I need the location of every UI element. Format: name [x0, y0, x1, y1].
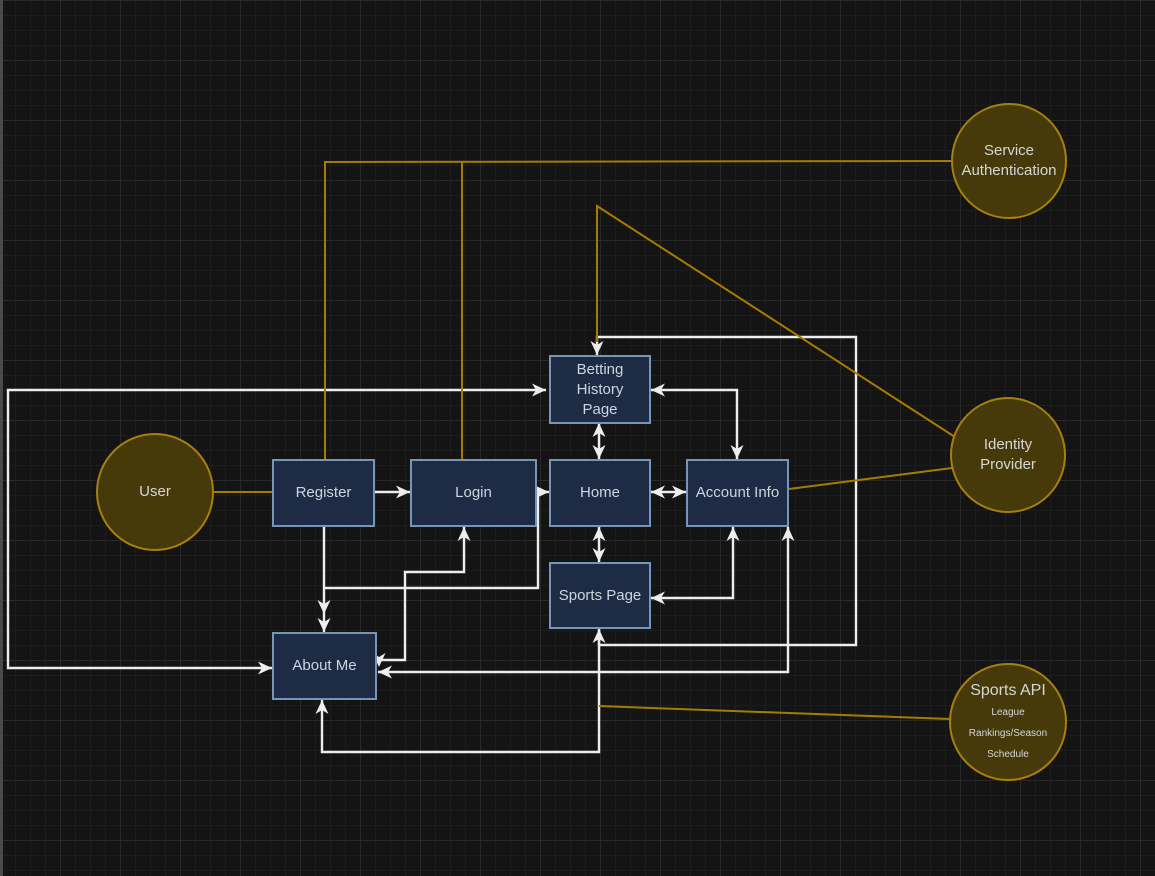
- arrowhead-home-account-info: [651, 485, 665, 499]
- arrowhead-account-info-sports-page: [651, 591, 665, 605]
- node-login-label: Login: [455, 484, 492, 501]
- arrowhead-betting-history-account-info: [651, 383, 665, 397]
- node-sports-api-subline3: Schedule: [987, 748, 1029, 760]
- edge-betting-history-account-info[interactable]: [651, 388, 739, 459]
- arrowhead-about-me-login: [457, 527, 471, 541]
- arrowhead-bettinghistory-sportspage-right-loop: [590, 341, 604, 355]
- arrowhead-home-sports-page: [592, 527, 606, 541]
- edge-about-me-login[interactable]: [382, 527, 466, 662]
- node-service-auth-line1: Service: [983, 142, 1035, 159]
- arrowhead-betting-history-home: [592, 445, 606, 459]
- node-service-authentication[interactable]: Service Authentication: [951, 103, 1067, 219]
- arrowhead-about-me-account-info: [781, 527, 795, 541]
- arrowhead-aboutme-bettinghistory-left-loop: [258, 661, 272, 675]
- edge-aboutme-bettinghistory-left-loop[interactable]: [6, 388, 546, 670]
- node-sports-api-subline1: League: [991, 706, 1025, 718]
- arrowhead-betting-history-account-info: [730, 445, 744, 459]
- node-register-label: Register: [295, 484, 352, 501]
- node-sports-api-title: Sports API: [970, 681, 1046, 699]
- node-account-info[interactable]: Account Info: [686, 459, 789, 527]
- node-identity-provider[interactable]: Identity Provider: [950, 397, 1066, 513]
- node-home-label: Home: [579, 484, 620, 501]
- node-user-label: User: [139, 483, 171, 500]
- node-betting-history-page[interactable]: Betting History Page: [549, 355, 651, 424]
- arrowhead-account-info-sports-page: [726, 527, 740, 541]
- node-sports-api[interactable]: Sports API League Rankings/Season Schedu…: [949, 663, 1067, 781]
- arrowhead-home-account-info: [672, 485, 686, 499]
- edge-identity-provider-to-account-info[interactable]: [788, 467, 953, 490]
- arrowhead-register-to-login: [396, 485, 410, 499]
- edge-about-me-sports-page-bottom[interactable]: [320, 630, 601, 754]
- edge-about-me-account-info[interactable]: [378, 527, 790, 674]
- node-login[interactable]: Login: [410, 459, 537, 527]
- edge-account-info-sports-page[interactable]: [651, 527, 735, 600]
- node-sports-page[interactable]: Sports Page: [549, 562, 651, 629]
- node-about-me[interactable]: About Me: [272, 632, 377, 700]
- arrowhead-about-me-account-info: [378, 665, 392, 679]
- node-user[interactable]: User: [96, 433, 214, 551]
- node-sports-page-label: Sports Page: [558, 586, 642, 604]
- node-register[interactable]: Register: [272, 459, 375, 527]
- node-betting-history-line2: History: [576, 380, 624, 398]
- arrowhead-about-me-sports-page-bottom: [315, 700, 329, 714]
- arrowhead-betting-history-home: [592, 423, 606, 437]
- arrowhead-aboutme-bettinghistory-left-loop: [532, 383, 546, 397]
- node-sports-api-subline2: Rankings/Season: [968, 727, 1048, 739]
- edge-sports-api-to-sports-page[interactable]: [598, 705, 951, 720]
- canvas-left-edge: [0, 0, 3, 876]
- node-service-auth-line2: Authentication: [961, 162, 1057, 179]
- node-account-info-label: Account Info: [695, 484, 780, 501]
- node-identity-provider-line1: Identity: [983, 436, 1033, 453]
- node-identity-provider-line2: Provider: [980, 456, 1036, 473]
- arrowhead-home-sports-page: [592, 548, 606, 562]
- node-about-me-label: About Me: [292, 657, 357, 674]
- arrowhead-register-to-about-me: [317, 618, 331, 632]
- arrowhead-register-to-about-me: [317, 600, 331, 614]
- node-betting-history-line3: Page: [582, 400, 618, 418]
- node-betting-history-line1: Betting: [576, 360, 624, 378]
- edge-identity-provider-to-betting-history[interactable]: [596, 204, 956, 438]
- node-home[interactable]: Home: [549, 459, 651, 527]
- edge-service-auth-to-register[interactable]: [324, 160, 952, 459]
